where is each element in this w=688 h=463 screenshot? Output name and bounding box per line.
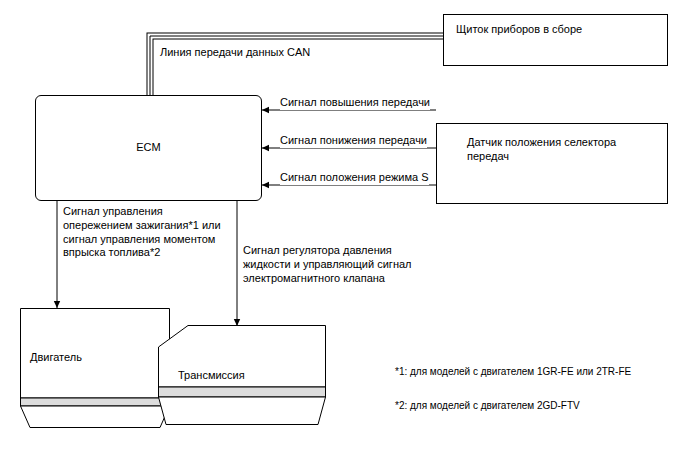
signal-arrow [57, 201, 58, 308]
node-text: Трансмиссия [178, 369, 316, 383]
instrument-panel-box: Щиток приборов в сборе [443, 14, 668, 66]
signal-arrow [237, 201, 238, 326]
node-text: ECM [136, 141, 160, 155]
sensor-box: Датчик положения селектора передач [436, 123, 668, 204]
signal-label: Сигнал управления опережением зажигания*… [63, 205, 231, 260]
footnote: *1: для моделей с двигателем 1GR-FE или … [395, 366, 631, 377]
can-bus-line [150, 36, 443, 95]
node-text: Двигатель [30, 351, 160, 365]
signal-label: Сигнал положения режима S [280, 171, 429, 185]
connector-stroke [237, 201, 238, 326]
signal-label: Линия передачи данных CAN [160, 46, 310, 60]
footnote: *2: для моделей с двигателем 2GD-FTV [395, 400, 580, 411]
connector-stroke [150, 36, 443, 95]
node-text: Щиток приборов в сборе [456, 23, 657, 37]
engine-shape: Двигатель [20, 308, 170, 428]
signal-label: Сигнал понижения передачи [280, 134, 427, 148]
transmission-shape: Трансмиссия [158, 325, 326, 425]
connector-stroke [57, 201, 58, 308]
ecm-box: ECM [35, 95, 262, 201]
node-text: Датчик положения селектора передач [467, 136, 647, 164]
connector-stroke [150, 36, 443, 95]
signal-label: Сигнал повышения передачи [280, 96, 430, 110]
signal-label: Сигнал регулятора давления жидкости и уп… [243, 244, 423, 285]
engine-shape-outline [20, 308, 170, 428]
connector-stroke [150, 36, 443, 95]
